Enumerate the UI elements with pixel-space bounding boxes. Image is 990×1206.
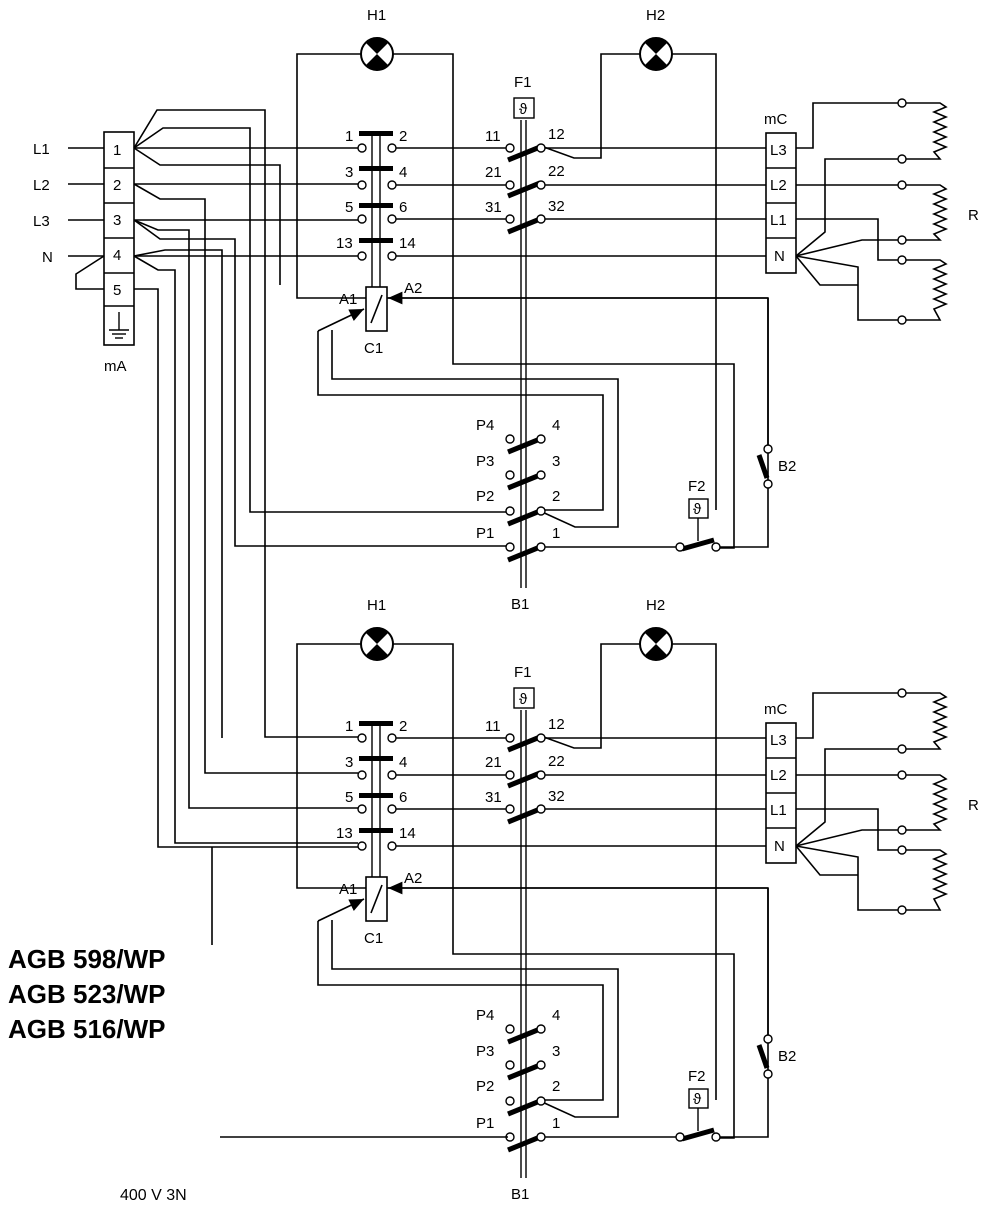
heater-label: R — [968, 207, 979, 224]
supply-voltage: 400 V 3N — [120, 1187, 187, 1204]
contact-label: 13 — [336, 235, 353, 252]
ground-icon — [109, 312, 129, 339]
contact-label: 1 — [345, 718, 353, 735]
selector-contact-label: P4 — [476, 417, 494, 434]
supply-terminal-block — [103, 131, 135, 346]
contact-label: 22 — [548, 163, 565, 180]
contact-label: 2 — [399, 718, 407, 735]
contact-label: 4 — [399, 754, 407, 771]
heater-terminal-label: L2 — [770, 177, 787, 194]
coil-label: A2 — [404, 870, 422, 887]
contact-label: 6 — [399, 199, 407, 216]
heater-terminal-label: L3 — [770, 732, 787, 749]
contact-label: 22 — [548, 753, 565, 770]
selector-contact-label: P1 — [476, 525, 494, 542]
contact-label: 14 — [399, 825, 416, 842]
labels-bottom: H1 H2 F1 ϑ 1 2 3 4 5 6 13 14 11 12 21 22… — [336, 597, 979, 1203]
selector-contact-label: 3 — [552, 453, 560, 470]
terminal-label-1: 1 — [113, 142, 121, 159]
selector-contact-label: 4 — [552, 417, 560, 434]
contact-label: 32 — [548, 198, 565, 215]
line-label-l2: L2 — [33, 177, 50, 194]
thermostat-symbol: ϑ — [519, 101, 528, 118]
terminal-label-2: 2 — [113, 177, 121, 194]
model-name-3: AGB 516/WP — [8, 1014, 166, 1044]
contact-label: 6 — [399, 789, 407, 806]
selector-contact-label: P2 — [476, 1078, 494, 1095]
model-name-1: AGB 598/WP — [8, 944, 166, 974]
contact-label: 13 — [336, 825, 353, 842]
selector-contact-label: 2 — [552, 488, 560, 505]
heater-terminal-label: N — [774, 248, 785, 265]
lamp-label: H2 — [646, 597, 665, 614]
thermostat-label: F1 — [514, 664, 532, 681]
heater-terminal-label: L1 — [770, 212, 787, 229]
contact-label: 5 — [345, 789, 353, 806]
selector-contact-label: P4 — [476, 1007, 494, 1024]
contact-label: 3 — [345, 164, 353, 181]
heating-unit-bottom — [297, 628, 946, 1178]
thermostat-symbol: ϑ — [519, 691, 528, 708]
selector-contact-label: 4 — [552, 1007, 560, 1024]
lamp-label: H1 — [367, 7, 386, 24]
selector-contact-label: P2 — [476, 488, 494, 505]
terminal-label-4: 4 — [113, 247, 121, 264]
line-label-n: N — [42, 249, 53, 266]
heating-unit-top — [297, 38, 946, 588]
heater-terminal-label: L2 — [770, 767, 787, 784]
contact-label: 5 — [345, 199, 353, 216]
contact-label: 21 — [485, 164, 502, 181]
selector-contact-label: 1 — [552, 525, 560, 542]
contact-label: 21 — [485, 754, 502, 771]
contact-label: 12 — [548, 126, 565, 143]
lamp-label: H1 — [367, 597, 386, 614]
selector-contact-label: P3 — [476, 453, 494, 470]
line-label-l3: L3 — [33, 213, 50, 230]
line-label-l1: L1 — [33, 141, 50, 158]
heater-block-label: mC — [764, 701, 787, 718]
contact-label: 31 — [485, 789, 502, 806]
thermostat-symbol: ϑ — [693, 501, 702, 518]
coil-label: A1 — [339, 291, 357, 308]
pressure-switch-label: B2 — [778, 458, 796, 475]
selector-contact-label: P1 — [476, 1115, 494, 1132]
contact-label: 3 — [345, 754, 353, 771]
selector-contact-label: P3 — [476, 1043, 494, 1060]
contactor-label: C1 — [364, 930, 383, 947]
contact-label: 1 — [345, 128, 353, 145]
terminal-label-3: 3 — [113, 212, 121, 229]
selector-label: B1 — [511, 1186, 529, 1203]
labels-top: H1 H2 F1 ϑ 1 2 3 4 5 6 13 14 11 12 21 22… — [336, 7, 979, 613]
heater-terminal-label: L3 — [770, 142, 787, 159]
contact-label: 32 — [548, 788, 565, 805]
pressure-switch-label: B2 — [778, 1048, 796, 1065]
heater-label: R — [968, 797, 979, 814]
coil-label: A1 — [339, 881, 357, 898]
contact-label: 11 — [485, 718, 501, 735]
heater-block-label: mC — [764, 111, 787, 128]
contact-label: 2 — [399, 128, 407, 145]
supply-block-label: mA — [104, 358, 127, 375]
contact-label: 4 — [399, 164, 407, 181]
contact-label: 14 — [399, 235, 416, 252]
terminal-label-5: 5 — [113, 282, 121, 299]
contact-label: 12 — [548, 716, 565, 733]
heater-terminal-label: L1 — [770, 802, 787, 819]
thermostat-symbol: ϑ — [693, 1091, 702, 1108]
heater-terminal-label: N — [774, 838, 785, 855]
selector-label: B1 — [511, 596, 529, 613]
selector-contact-label: 3 — [552, 1043, 560, 1060]
model-name-2: AGB 523/WP — [8, 979, 166, 1009]
contact-label: 31 — [485, 199, 502, 216]
thermostat-label: F1 — [514, 74, 532, 91]
thermostat-label: F2 — [688, 478, 706, 495]
contactor-label: C1 — [364, 340, 383, 357]
coil-label: A2 — [404, 280, 422, 297]
selector-contact-label: 1 — [552, 1115, 560, 1132]
contact-label: 11 — [485, 128, 501, 145]
lamp-label: H2 — [646, 7, 665, 24]
selector-contact-label: 2 — [552, 1078, 560, 1095]
thermostat-label: F2 — [688, 1068, 706, 1085]
